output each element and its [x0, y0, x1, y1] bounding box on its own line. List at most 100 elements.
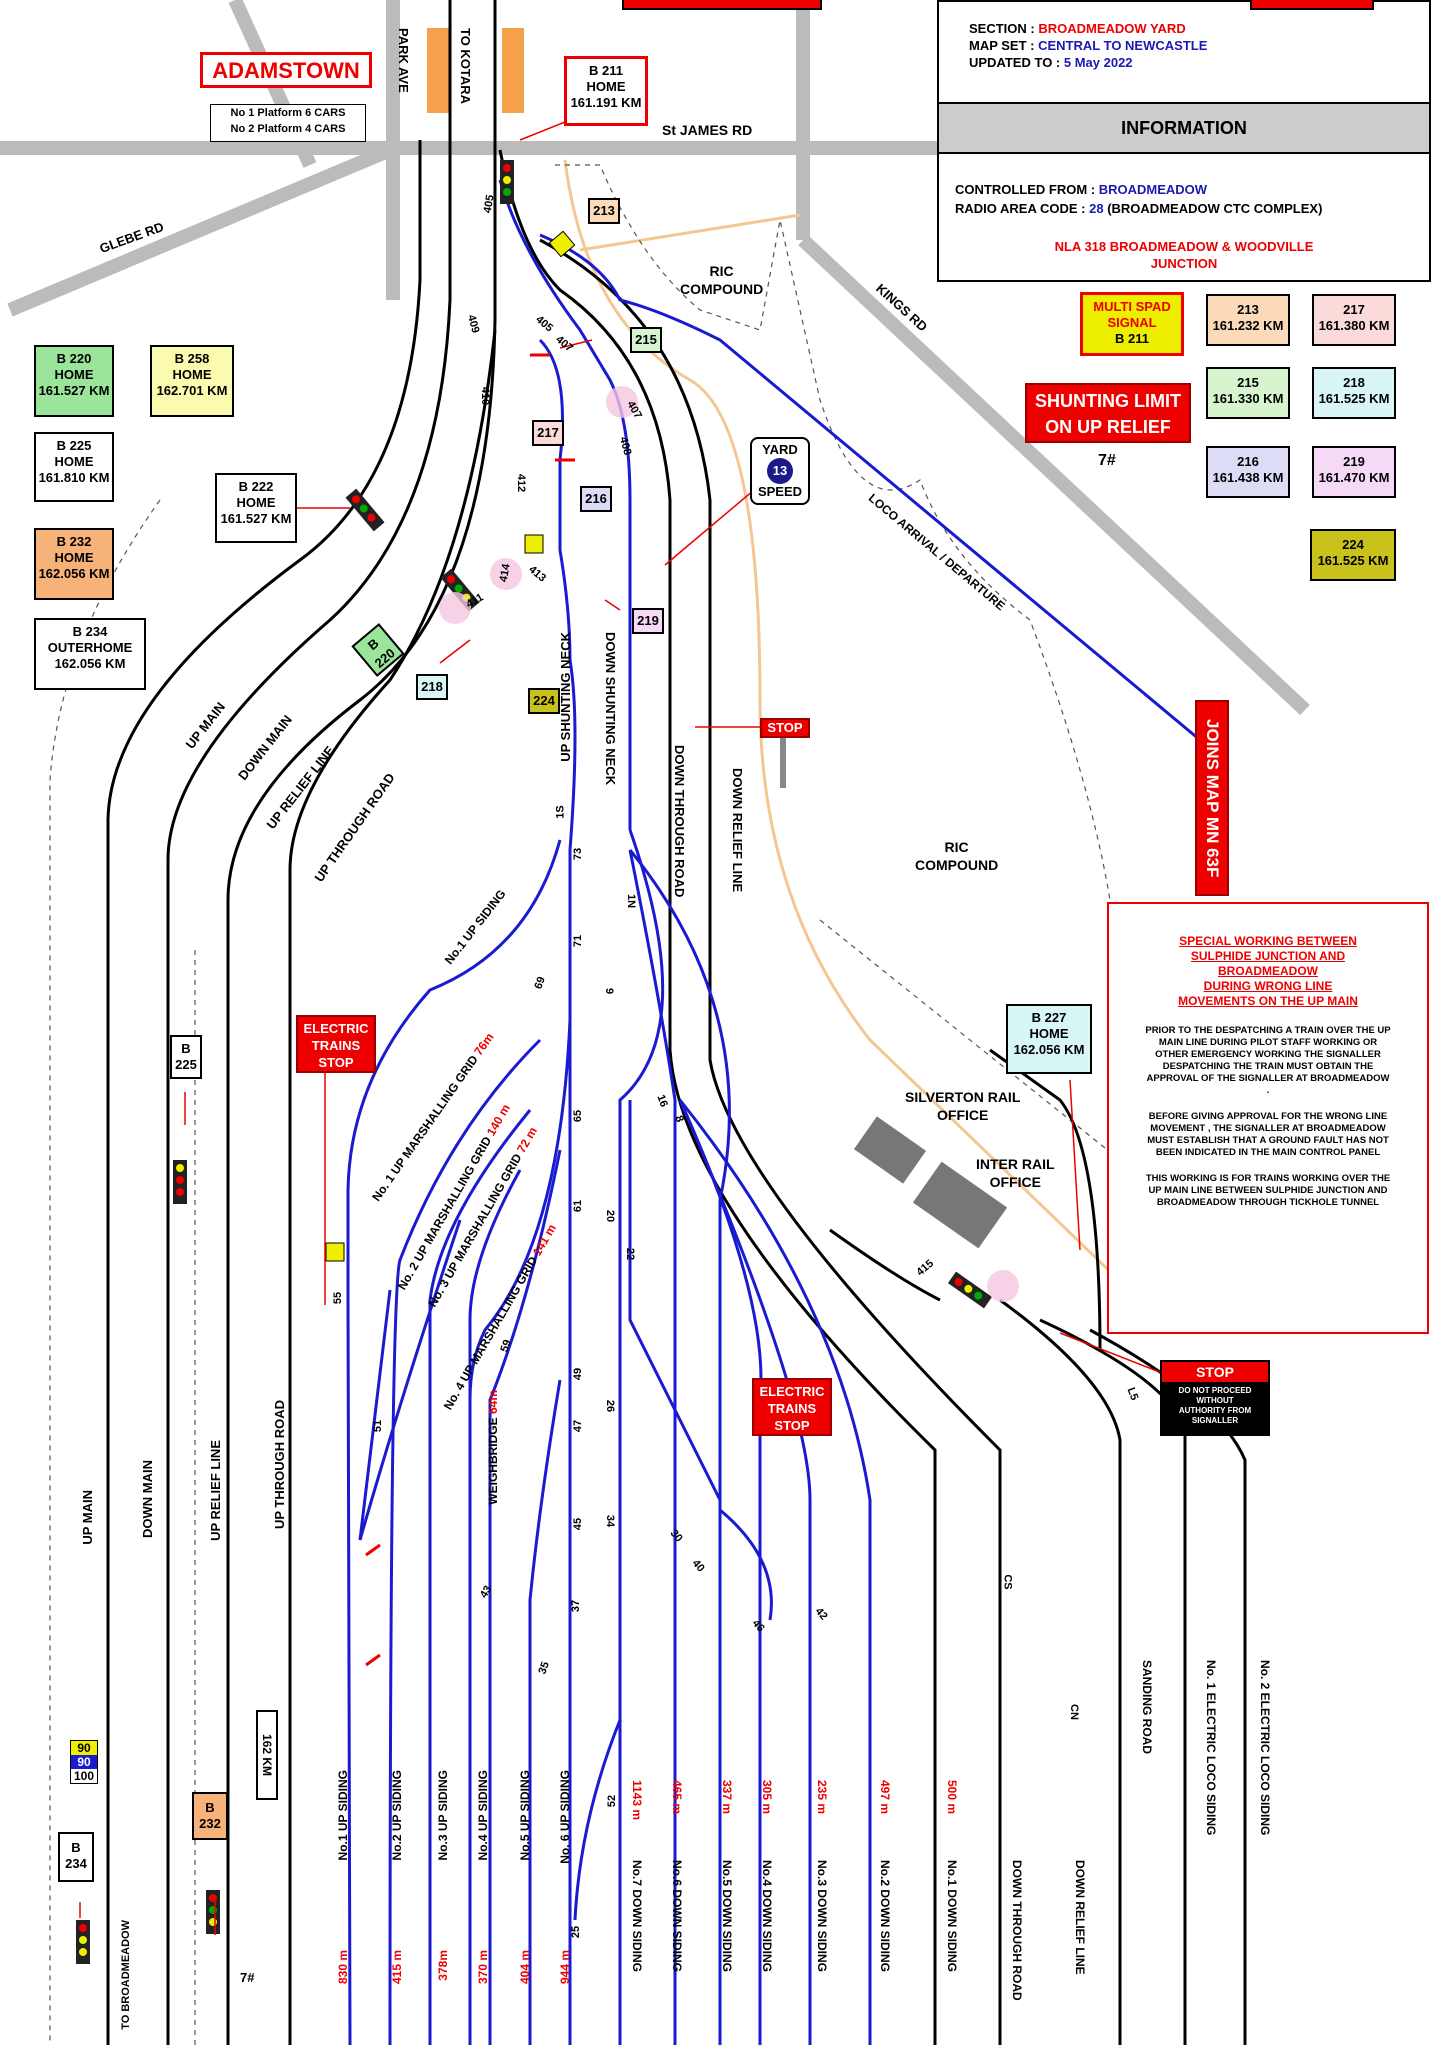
legend-b258-id: B 258: [174, 351, 210, 366]
siding-name-15: DOWN RELIEF LINE: [1073, 1860, 1087, 1975]
orange-access-lines: [563, 159, 1152, 1312]
legend-218-id: 218: [1343, 375, 1365, 390]
b227-id: B 227: [1031, 1010, 1067, 1025]
point-34: 34: [604, 1514, 617, 1528]
down-shunting-track: [498, 179, 632, 830]
b211-id: B 211: [589, 63, 623, 78]
yard-speed-number: 13: [767, 458, 793, 484]
b222-type: HOME: [236, 495, 276, 510]
updated-value: 5 May 2022: [1063, 55, 1133, 70]
siding-name-14: DOWN THROUGH ROAD: [1010, 1860, 1024, 2001]
legend-b234-id: B 234: [72, 624, 108, 639]
siding-name-11: No.3 DOWN SIDING: [815, 1860, 829, 1973]
platform-to-kotara: [502, 28, 524, 113]
down-branch: [628, 1100, 722, 1501]
siding-name-2: No.2 UP SIDING: [390, 1770, 404, 1861]
b234s-l2: 234: [65, 1856, 87, 1871]
b227-type: HOME: [1029, 1026, 1069, 1041]
special-t3: BROADMEADOW: [1218, 964, 1318, 978]
point-61: 61: [572, 1199, 585, 1213]
point-412: 412: [515, 473, 528, 493]
weighbridge-name: WEIGHBRIDGE: [486, 1417, 500, 1505]
legend-b220-type: HOME: [54, 367, 94, 382]
siding-len-12: 497 m: [878, 1780, 892, 1815]
legend-b232: B 232 HOME 162.056 KM: [34, 528, 114, 600]
speed-board: 90 90 100: [70, 1740, 98, 1784]
down-relief-track: [539, 238, 1002, 2045]
station-name: ADAMSTOWN: [200, 52, 372, 88]
point-45: 45: [572, 1517, 585, 1531]
special-t1: SPECIAL WORKING BETWEEN: [1179, 934, 1357, 948]
tag-219: 219: [632, 608, 664, 634]
ric1-l2: COMPOUND: [680, 281, 764, 297]
label-down-shunting: DOWN SHUNTING NECK: [603, 632, 618, 786]
point-49: 49: [572, 1367, 585, 1381]
b222-label: B 222 HOME 161.527 KM: [215, 473, 297, 543]
siding-name-7: No.7 DOWN SIDING: [630, 1860, 644, 1973]
silverton-l1: SILVERTON RAIL: [905, 1089, 1021, 1105]
no1-up-siding-track: [346, 839, 562, 2045]
siding-len-7: 1143 m: [630, 1780, 644, 1821]
stop-black-l4: SIGNALLER: [1191, 1416, 1239, 1425]
buffer-stops: [365, 353, 575, 1667]
stop-black-sign: STOP DO NOT PROCEED WITHOUT AUTHORITY FR…: [1160, 1360, 1270, 1436]
legend-b220-id: B 220: [56, 351, 92, 366]
stop-sign-top: STOP: [760, 718, 810, 738]
point-9: 9: [603, 987, 616, 995]
sanding-road: [999, 1298, 1122, 2045]
stop-black-l2: WITHOUT: [1196, 1396, 1234, 1405]
point-65: 65: [572, 1109, 585, 1123]
tag-224: 224: [528, 688, 560, 714]
b211-label: B 211 HOME 161.191 KM: [564, 56, 648, 126]
siding-name-13: No.1 DOWN SIDING: [945, 1860, 959, 1973]
siding-name-10: No.4 DOWN SIDING: [760, 1860, 774, 1973]
label-up-shunting: UP SHUNTING NECK: [558, 632, 573, 762]
legend-217-id: 217: [1343, 302, 1365, 317]
legend-224-id: 224: [1342, 537, 1364, 552]
legend-b232-id: B 232: [56, 534, 92, 549]
legend-b234-km: 162.056 KM: [54, 656, 126, 671]
point-cs: CS: [1001, 1574, 1014, 1590]
stop-black-l3: AUTHORITY FROM: [1178, 1406, 1252, 1415]
yard-speed-l1: YARD: [762, 442, 798, 457]
signals: [76, 160, 993, 1964]
es1-l3: STOP: [318, 1055, 354, 1070]
shunting-limit: SHUNTING LIMIT ON UP RELIEF: [1025, 383, 1191, 443]
yard-speed-l2: SPEED: [757, 484, 803, 499]
no6-down-track: [628, 849, 677, 2045]
siding-name-1: No.1 UP SIDING: [336, 1770, 350, 1861]
down-through-track: [498, 149, 937, 2045]
siding-len-13: 500 m: [945, 1780, 959, 1815]
legend-213-km: 161.232 KM: [1212, 318, 1284, 333]
park-ave-label: PARK AVE: [396, 28, 411, 93]
boundary-dashed: [49, 164, 1121, 2045]
siding-name-9: No.5 DOWN SIDING: [720, 1860, 734, 1973]
point-47: 47: [572, 1419, 585, 1433]
siding-len-10: 305 m: [760, 1780, 774, 1815]
stop-black-l1: DO NOT PROCEED: [1178, 1386, 1252, 1395]
no7-down-track: [618, 829, 665, 2045]
b232s-l2: 232: [199, 1816, 221, 1831]
tag-218: 218: [416, 674, 448, 700]
es2-l3: STOP: [774, 1418, 810, 1433]
speed-white: 100: [71, 1769, 97, 1783]
no2-up-track: [388, 1038, 542, 2045]
point-1s: 1S: [554, 805, 567, 819]
es1-l1: ELECTRIC: [303, 1021, 369, 1036]
legend-b225-km: 161.810 KM: [38, 470, 110, 485]
siding-name-4: No.4 UP SIDING: [476, 1770, 490, 1861]
grid-stub-1: [358, 1289, 392, 1541]
label-up-relief: UP RELIEF LINE: [208, 1440, 223, 1541]
kings-road: [798, 234, 1310, 716]
ric2-l2: COMPOUND: [915, 857, 999, 873]
weighbridge-label: WEIGHBRIDGE 64m: [486, 1390, 500, 1505]
es1-l2: TRAINS: [311, 1038, 361, 1053]
label-no1-electric: No. 1 ELECTRIC LOCO SIDING: [1204, 1660, 1218, 1836]
siding-len-5: 404 m: [518, 1950, 532, 1985]
glebe-road: [7, 141, 398, 317]
